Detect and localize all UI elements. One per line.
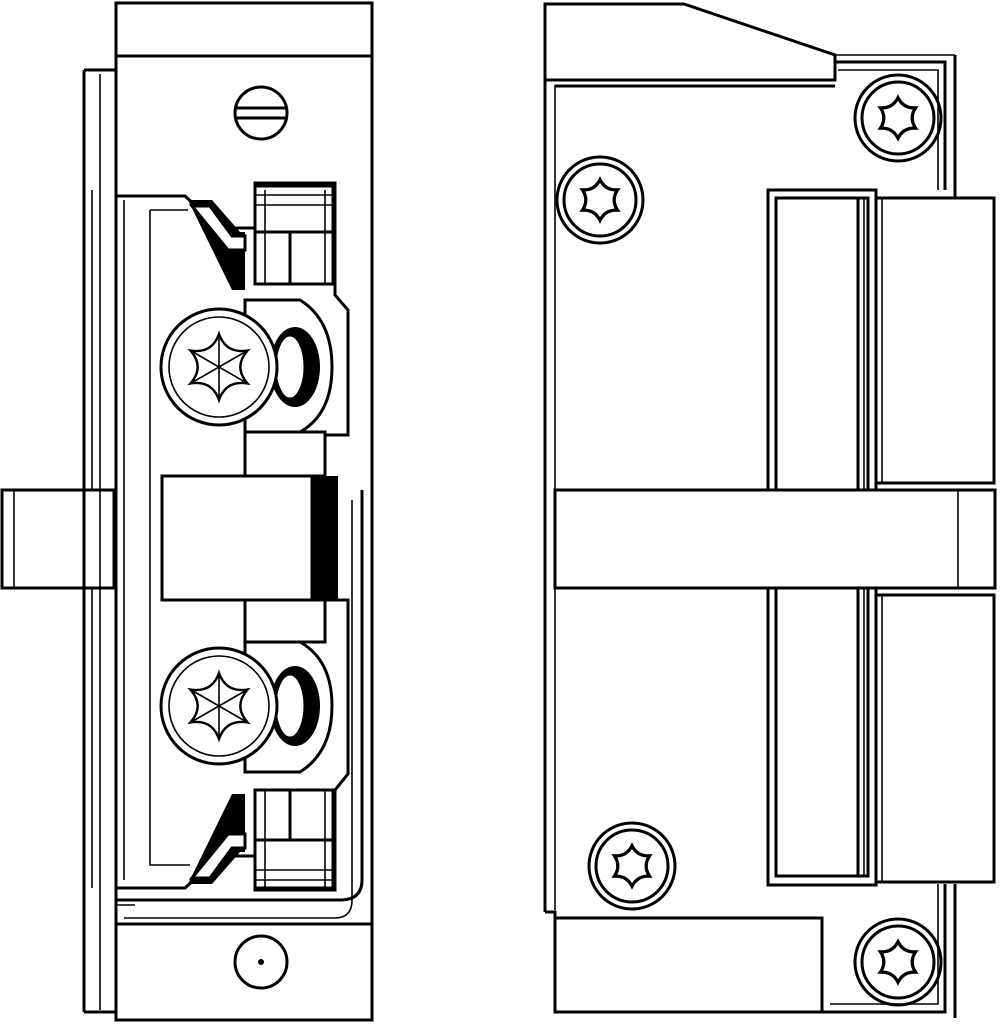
front-bar (553, 488, 997, 590)
lower-roller (159, 640, 334, 774)
rear-edge (82, 68, 116, 1014)
front-screw-bottom-left (587, 821, 677, 911)
front-top-plate (543, 2, 957, 198)
side-frame (114, 1, 374, 1022)
side-view (0, 1, 374, 1022)
slide-block (160, 430, 338, 644)
side-bottom-cap (116, 922, 372, 990)
side-top-cap (116, 54, 372, 141)
torx-screw-icon (555, 155, 645, 245)
front-screw-bottom-right (853, 917, 943, 1007)
lower-latch (188, 788, 335, 890)
slotted-screw-icon (233, 85, 289, 141)
front-view (543, 2, 997, 1018)
torx-screw-icon (587, 821, 677, 911)
upper-latch (188, 184, 335, 290)
pin-screw-icon (233, 934, 289, 990)
bolt-left (0, 488, 116, 590)
torx-screw-icon (853, 917, 943, 1007)
torx-screw-icon (853, 73, 943, 163)
front-screw-top-left (555, 155, 645, 245)
upper-roller (159, 298, 334, 434)
front-screw-top-right (853, 73, 943, 163)
